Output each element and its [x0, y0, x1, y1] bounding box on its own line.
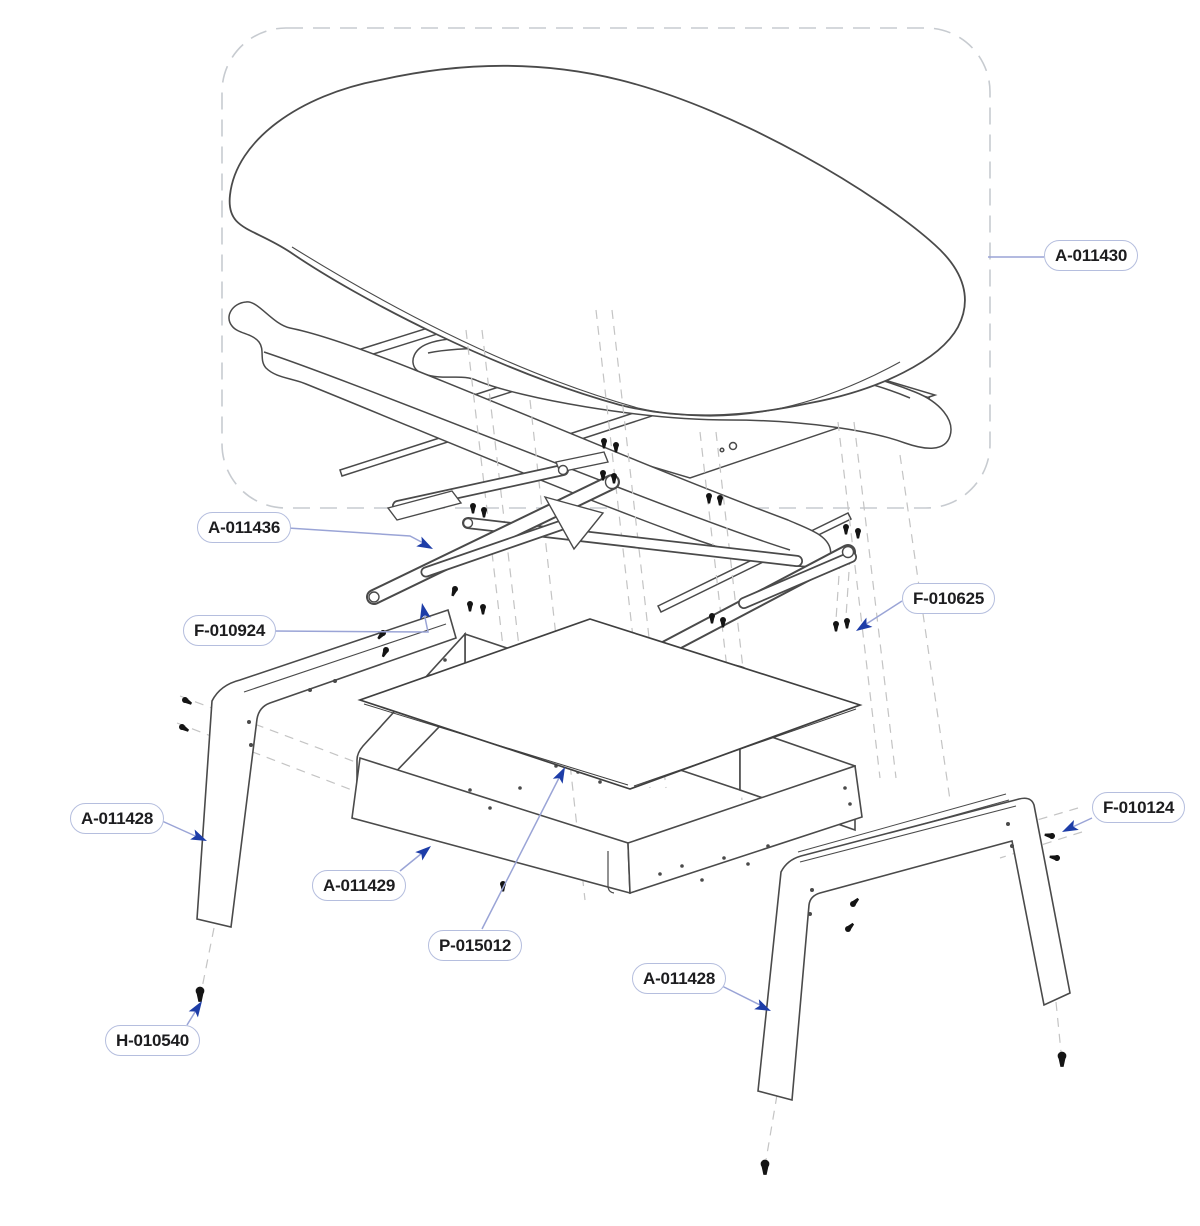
part-label-f-010625: F-010625 [902, 583, 996, 614]
part-label-a-011429: A-011429 [312, 870, 407, 901]
bottom-panel [357, 618, 863, 790]
callout-leaders [161, 256, 1093, 1026]
subassembly-boundary [221, 27, 991, 509]
callout-arrowheads [188, 536, 1079, 1018]
right-leg-frame [757, 793, 1071, 1102]
part-label-a-011436: A-011436 [197, 512, 292, 543]
part-label-a-011428-left: A-011428 [70, 803, 165, 834]
screws [177, 438, 1067, 1175]
part-label-p-015012: P-015012 [428, 930, 523, 961]
left-leg-frame [196, 608, 457, 928]
part-label-a-011430: A-011430 [1044, 240, 1139, 271]
part-label-f-010124: F-010124 [1092, 792, 1186, 823]
part-label-a-011428-right: A-011428 [632, 963, 727, 994]
table-top [228, 64, 966, 417]
part-label-h-010540: H-010540 [105, 1025, 201, 1056]
part-label-f-010924: F-010924 [183, 615, 277, 646]
